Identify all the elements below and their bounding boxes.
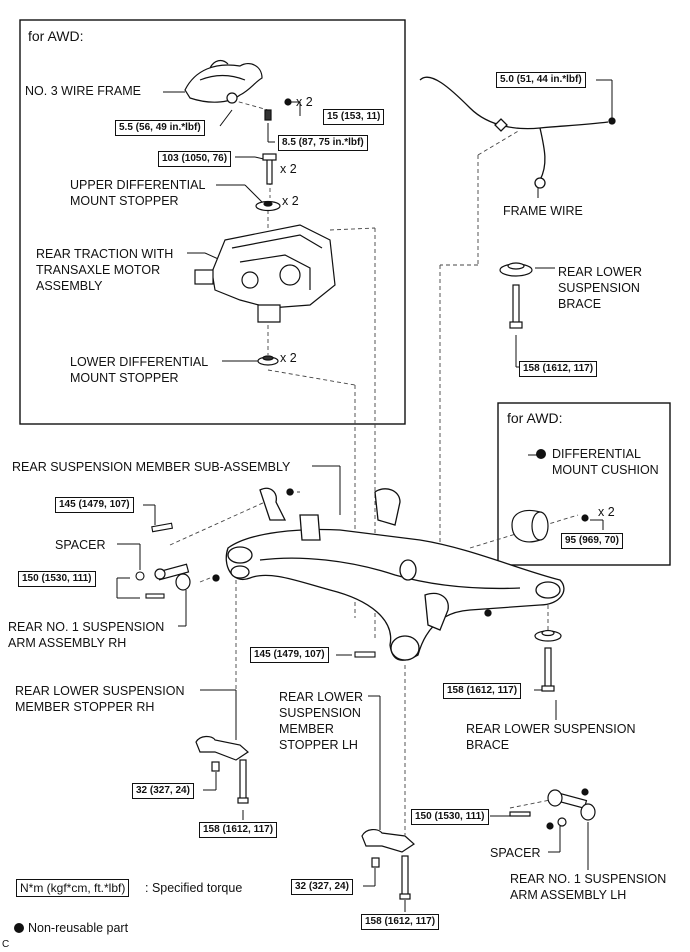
x2-lower-stopper: x 2 — [280, 351, 297, 365]
arm-rh-drawing — [154, 563, 191, 591]
frame-wire-label: FRAME WIRE — [503, 204, 583, 218]
awd-cushion-box — [497, 402, 671, 566]
lower-stopper — [257, 355, 279, 366]
stopper-lh-label: REAR LOWER SUSPENSION MEMBER STOPPER LH — [279, 690, 364, 752]
torque-158-rh: 158 (1612, 117) — [199, 822, 278, 838]
arm-rh-label: REAR NO. 1 SUSPENSION ARM ASSEMBLY RH — [8, 620, 165, 650]
nonreusable-legend-icon — [14, 923, 24, 933]
x2-cushion-bolt: x 2 — [598, 505, 615, 519]
torque-103: 103 (1050, 76) — [158, 151, 232, 167]
torque-frame-50: 5.0 (51, 44 in.*lbf) — [496, 72, 586, 88]
legend-torque-box: N*m (kgf*cm, ft.*lbf) — [16, 879, 130, 897]
torque-150-lh: 150 (1530, 111) — [411, 809, 489, 825]
motor-label: REAR TRACTION WITH TRANSAXLE MOTOR ASSEM… — [36, 247, 174, 293]
x2-upper-bolt: x 2 — [280, 162, 297, 176]
legend-nonreusable-text: Non-reusable part — [28, 921, 129, 935]
torque-95: 95 (969, 70) — [561, 533, 623, 549]
arm-lh-drawing — [509, 788, 596, 830]
torque-wire-85: 8.5 (87, 75 in.*lbf) — [278, 135, 368, 151]
corner-code: C — [2, 939, 10, 950]
cushion-drawing — [511, 509, 589, 543]
leader-lines — [116, 79, 613, 912]
torque-158-lh: 158 (1612, 117) — [361, 914, 440, 930]
arm-lh-label: REAR NO. 1 SUSPENSION ARM ASSEMBLY LH — [510, 872, 667, 902]
torque-145-lower: 145 (1479, 107) — [250, 647, 329, 663]
member-label: REAR SUSPENSION MEMBER SUB-ASSEMBLY — [12, 460, 291, 474]
stopper-lh-drawing — [361, 829, 415, 900]
cushion-label: DIFFERENTIAL MOUNT CUSHION — [536, 446, 659, 478]
x2-upper-stopper: x 2 — [282, 194, 299, 208]
member-drawing — [212, 487, 565, 661]
spacer-lh-label: SPACER — [490, 846, 541, 860]
awd-top-box — [19, 19, 406, 425]
torque-32-rh: 32 (327, 24) — [132, 783, 194, 799]
upper-brace-drawing — [499, 262, 533, 329]
wire-frame-drawing — [184, 59, 292, 121]
torque-brace-158-lower: 158 (1612, 117) — [443, 683, 522, 699]
legend-nonreusable: Non-reusable part — [14, 920, 128, 936]
nonreusable-bullet-icon — [536, 449, 546, 459]
frame-wire-drawing — [419, 76, 616, 189]
torque-145-upper: 145 (1479, 107) — [55, 497, 134, 513]
wire-frame-label: NO. 3 WIRE FRAME — [25, 84, 141, 98]
torque-32-lh: 32 (327, 24) — [291, 879, 353, 895]
stopper-rh-label: REAR LOWER SUSPENSION MEMBER STOPPER RH — [15, 684, 185, 714]
legend-torque-text: : Specified torque — [145, 881, 243, 895]
lower-stopper-label: LOWER DIFFERENTIAL MOUNT STOPPER — [70, 355, 209, 385]
torque-wire-55: 5.5 (56, 49 in.*lbf) — [115, 120, 205, 136]
member-bolts — [135, 522, 376, 658]
cushion-label-text: DIFFERENTIAL MOUNT CUSHION — [552, 447, 659, 477]
brace-upper-label: REAR LOWER SUSPENSION BRACE — [558, 265, 643, 311]
upper-bolt-and-stopper — [255, 153, 281, 212]
spacer-rh-label: SPACER — [55, 538, 106, 552]
brace-lower-label: REAR LOWER SUSPENSION BRACE — [466, 722, 636, 752]
torque-150-rh: 150 (1530, 111) — [18, 571, 96, 587]
torque-brace-158-upper: 158 (1612, 117) — [519, 361, 598, 377]
awd-top-heading: for AWD: — [28, 28, 84, 44]
x2-wire-nut: x 2 — [296, 95, 313, 109]
awd-cushion-heading: for AWD: — [507, 410, 563, 426]
torque-wire-15: 15 (153, 11) — [323, 109, 385, 125]
motor-drawing — [194, 224, 336, 323]
stopper-rh-drawing — [195, 735, 249, 804]
lower-brace-drawing — [534, 629, 562, 692]
upper-stopper-label: UPPER DIFFERENTIAL MOUNT STOPPER — [70, 178, 206, 208]
